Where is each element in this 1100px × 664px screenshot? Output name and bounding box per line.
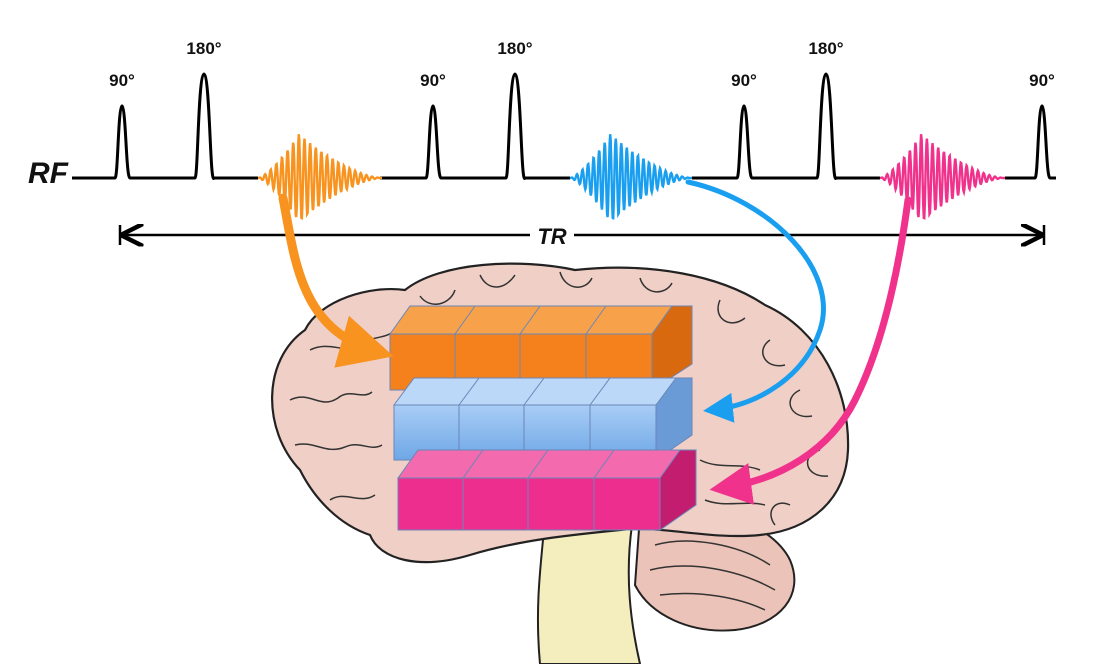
rf-timeline: RF (28, 72, 1056, 220)
sinc-pulse-blue (569, 134, 692, 220)
arrow-blue (685, 179, 826, 423)
flip-label-6: 180° (808, 39, 843, 58)
tr-label: TR (537, 224, 566, 249)
slice-orange (389, 305, 693, 391)
flip-label-3: 90° (420, 71, 446, 90)
flip-label-7: 90° (1029, 71, 1055, 90)
flip-label-4: 180° (497, 39, 532, 58)
sinc-orange-wave (257, 134, 382, 220)
flip-angle-labels: 90° 180° 90° 180° 90° 180° 90° (109, 39, 1055, 90)
flip-label-1: 90° (109, 71, 135, 90)
slice-pink (397, 449, 697, 531)
flip-label-5: 90° (731, 71, 757, 90)
sinc-pink-wave (879, 134, 1005, 220)
slice-blue (393, 377, 693, 461)
rf-baseline (72, 72, 1056, 180)
slice-stack (389, 305, 697, 531)
flip-label-2: 180° (186, 39, 221, 58)
rf-axis-label: RF (28, 157, 69, 190)
arrow-pink (709, 196, 912, 505)
sinc-pulse-pink (879, 134, 1005, 220)
brainstem (536, 518, 642, 664)
tr-interval: TR (118, 220, 1046, 250)
arrow-orange (278, 193, 394, 368)
sinc-pulse-orange (257, 134, 382, 220)
sinc-blue-wave (569, 134, 692, 220)
